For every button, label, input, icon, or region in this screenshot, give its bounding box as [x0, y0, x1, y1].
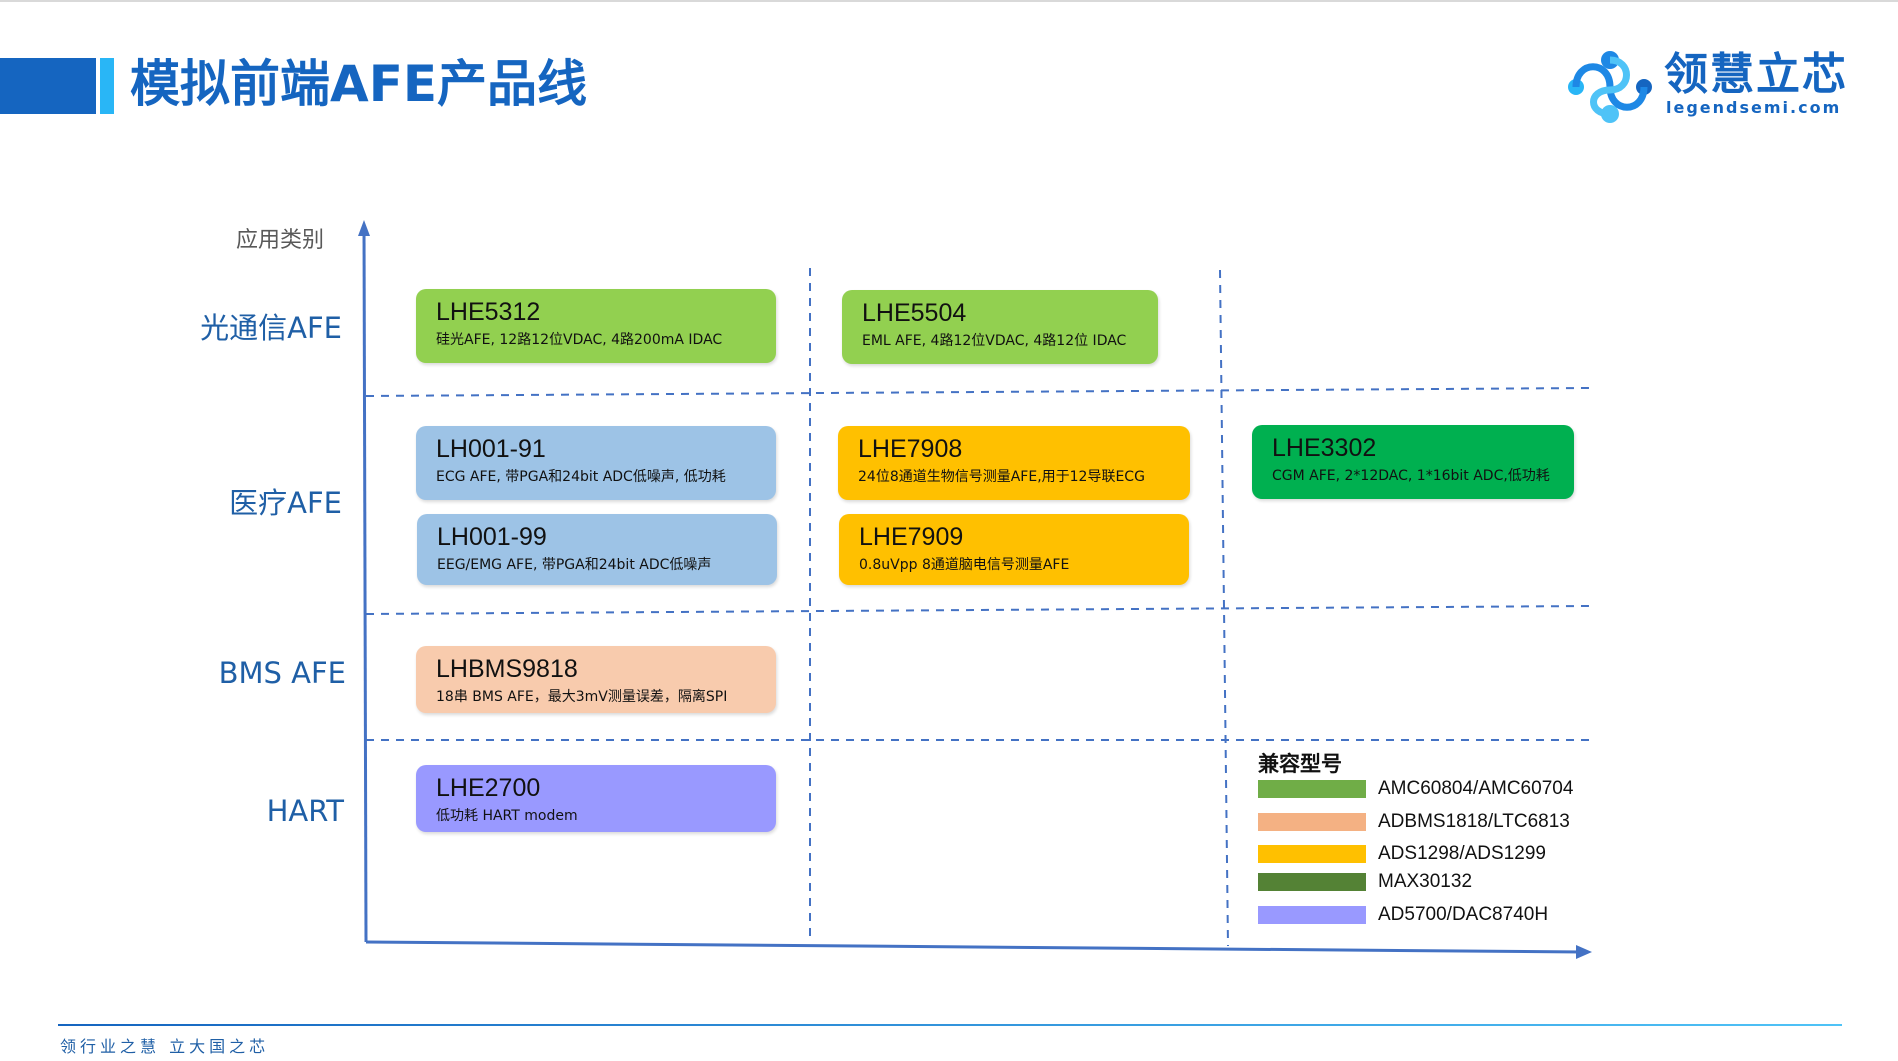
category-medical: 医疗AFE [229, 486, 342, 520]
product-code: LHE7909 [859, 523, 964, 551]
legend-swatch [1258, 845, 1366, 863]
product-description: 18串 BMS AFE，最大3mV测量误差，隔离SPI [436, 689, 728, 705]
product-code: LHE2700 [436, 774, 541, 802]
product-description: ECG AFE, 带PGA和24bit ADC低噪声, 低功耗 [436, 469, 726, 485]
product-card-lh001-91[interactable]: LH001-91 ECG AFE, 带PGA和24bit ADC低噪声, 低功耗 [416, 426, 776, 500]
x-axis [365, 940, 1583, 954]
footer-divider [58, 1024, 1842, 1026]
footer-slogan: 领行业之慧 立大国之芯 [60, 1037, 270, 1056]
title-accent-stripe [100, 58, 114, 114]
legend-label: MAX30132 [1378, 871, 1473, 892]
product-card-lhe7909[interactable]: LHE7909 0.8uVpp 8通道脑电信号测量AFE [839, 514, 1189, 585]
product-card-lhe2700[interactable]: LHE2700 低功耗 HART modem [416, 765, 776, 832]
legend-label: AD5700/DAC8740H [1378, 904, 1549, 925]
h-divider-1 [365, 387, 1591, 397]
product-description: 低功耗 HART modem [436, 808, 578, 824]
legend-swatch [1258, 813, 1366, 831]
category-hart: HART [266, 794, 344, 828]
x-axis-arrow [1576, 945, 1592, 959]
product-code: LHE5312 [436, 298, 541, 326]
product-description: 硅光AFE, 12路12位VDAC, 4路200mA IDAC [436, 332, 723, 348]
product-description: EEG/EMG AFE, 带PGA和24bit ADC低噪声 [437, 557, 712, 573]
product-card-lhe5312[interactable]: LHE5312 硅光AFE, 12路12位VDAC, 4路200mA IDAC [416, 289, 776, 363]
logo-website: legendsemi.com [1666, 98, 1842, 117]
top-border [0, 0, 1898, 2]
legend-swatch [1258, 906, 1366, 924]
y-axis-label: 应用类别 [236, 228, 325, 253]
product-card-lhe5504[interactable]: LHE5504 EML AFE, 4路12位VDAC, 4路12位 IDAC [842, 290, 1158, 364]
product-card-lhe7908[interactable]: LHE7908 24位8通道生物信号测量AFE,用于12导联ECG [838, 426, 1190, 500]
product-card-lh001-99[interactable]: LH001-99 EEG/EMG AFE, 带PGA和24bit ADC低噪声 [417, 514, 777, 585]
product-description: 24位8通道生物信号测量AFE,用于12导联ECG [858, 469, 1145, 485]
product-description: 0.8uVpp 8通道脑电信号测量AFE [859, 557, 1070, 573]
v-divider-2 [1219, 269, 1229, 947]
legend-title: 兼容型号 [1258, 752, 1342, 776]
legend-swatch [1258, 873, 1366, 891]
product-code: LHBMS9818 [436, 655, 578, 683]
slide-title: 模拟前端AFE产品线 [130, 55, 588, 113]
y-axis [362, 225, 368, 943]
product-code: LHE3302 [1272, 434, 1377, 462]
h-divider-2 [365, 605, 1591, 615]
product-code: LHE7908 [858, 435, 963, 463]
legend-label: ADS1298/ADS1299 [1378, 843, 1546, 864]
product-code: LH001-99 [437, 523, 547, 551]
product-code: LHE5504 [862, 299, 967, 327]
category-bms: BMS AFE [218, 656, 346, 690]
legend-label: ADBMS1818/LTC6813 [1378, 811, 1570, 832]
legend-swatch [1258, 780, 1366, 798]
product-description: CGM AFE, 2*12DAC, 1*16bit ADC,低功耗 [1272, 468, 1550, 484]
title-accent-bar [0, 58, 96, 114]
logo-mark-icon [1568, 51, 1652, 123]
product-card-lhe3302[interactable]: LHE3302 CGM AFE, 2*12DAC, 1*16bit ADC,低功… [1252, 425, 1574, 499]
logo-chinese-name: 领慧立芯 [1664, 49, 1848, 100]
category-optical-comm: 光通信AFE [200, 311, 342, 345]
product-code: LH001-91 [436, 435, 546, 463]
legend-label: AMC60804/AMC60704 [1378, 778, 1574, 799]
product-card-lhbms9818[interactable]: LHBMS9818 18串 BMS AFE，最大3mV测量误差，隔离SPI [416, 646, 776, 713]
product-description: EML AFE, 4路12位VDAC, 4路12位 IDAC [862, 333, 1127, 349]
y-axis-arrow [358, 220, 370, 236]
company-logo: 领慧立芯 legendsemi.com [1562, 50, 1852, 124]
